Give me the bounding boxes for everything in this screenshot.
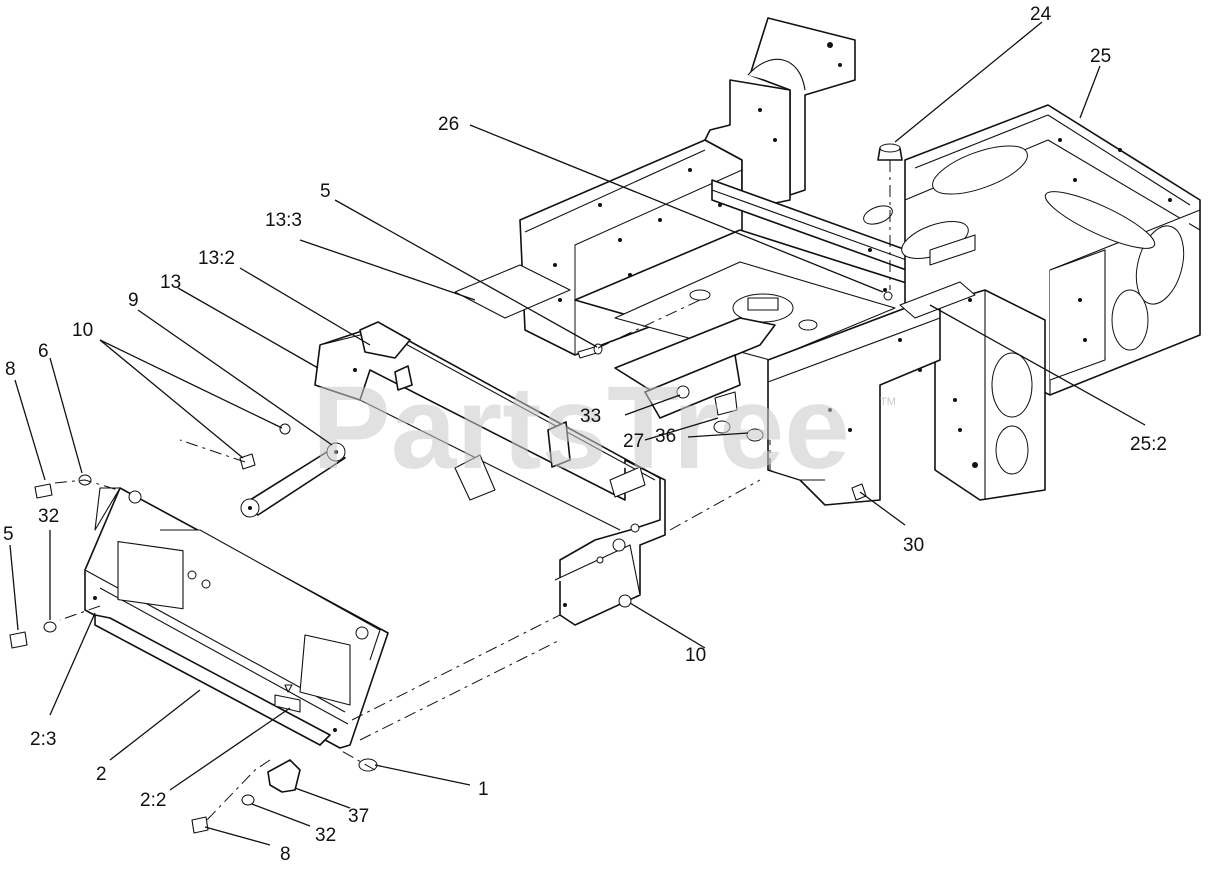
callout-13-2: 13:2 [198, 248, 235, 269]
callout-10: 10 [72, 320, 93, 341]
callout-26: 26 [438, 114, 459, 135]
callout-2-2: 2:2 [140, 790, 166, 811]
callout-2: 2 [96, 764, 107, 785]
main-frame [519, 17, 1201, 506]
callout-32-lower: 32 [315, 825, 336, 846]
callout-36: 36 [655, 426, 676, 447]
callout-5-lower: 5 [3, 524, 14, 545]
callout-9: 9 [128, 290, 139, 311]
link-bar [240, 442, 346, 518]
callout-6: 6 [38, 341, 49, 362]
front-bracket [314, 264, 666, 626]
callout-8-lower: 8 [280, 844, 291, 865]
callout-24: 24 [1030, 4, 1052, 25]
callout-27: 27 [623, 431, 644, 452]
callout-33: 33 [580, 406, 601, 427]
callout-30: 30 [903, 535, 924, 556]
callout-37: 37 [348, 806, 369, 827]
callout-25: 25 [1090, 46, 1111, 67]
frame-holes [553, 42, 1172, 468]
callout-25-2: 25:2 [1130, 434, 1167, 455]
callout-8: 8 [5, 359, 16, 380]
watermark-tm: TM [880, 396, 896, 408]
front-panel [84, 487, 389, 749]
callout-labels: 24 25 26 5 13:3 13:2 13 9 10 8 6 32 5 33… [3, 4, 1167, 865]
callout-1: 1 [478, 779, 489, 800]
callout-13-3: 13:3 [265, 210, 302, 231]
alignment-lines [54, 160, 891, 823]
callout-2-3: 2:3 [30, 729, 56, 750]
callout-5: 5 [320, 181, 331, 202]
watermark: PartsTree [312, 362, 850, 494]
callout-13: 13 [160, 272, 181, 293]
leader-lines [9, 21, 1146, 846]
callout-32: 32 [38, 506, 59, 527]
callout-10-right: 10 [685, 645, 706, 666]
